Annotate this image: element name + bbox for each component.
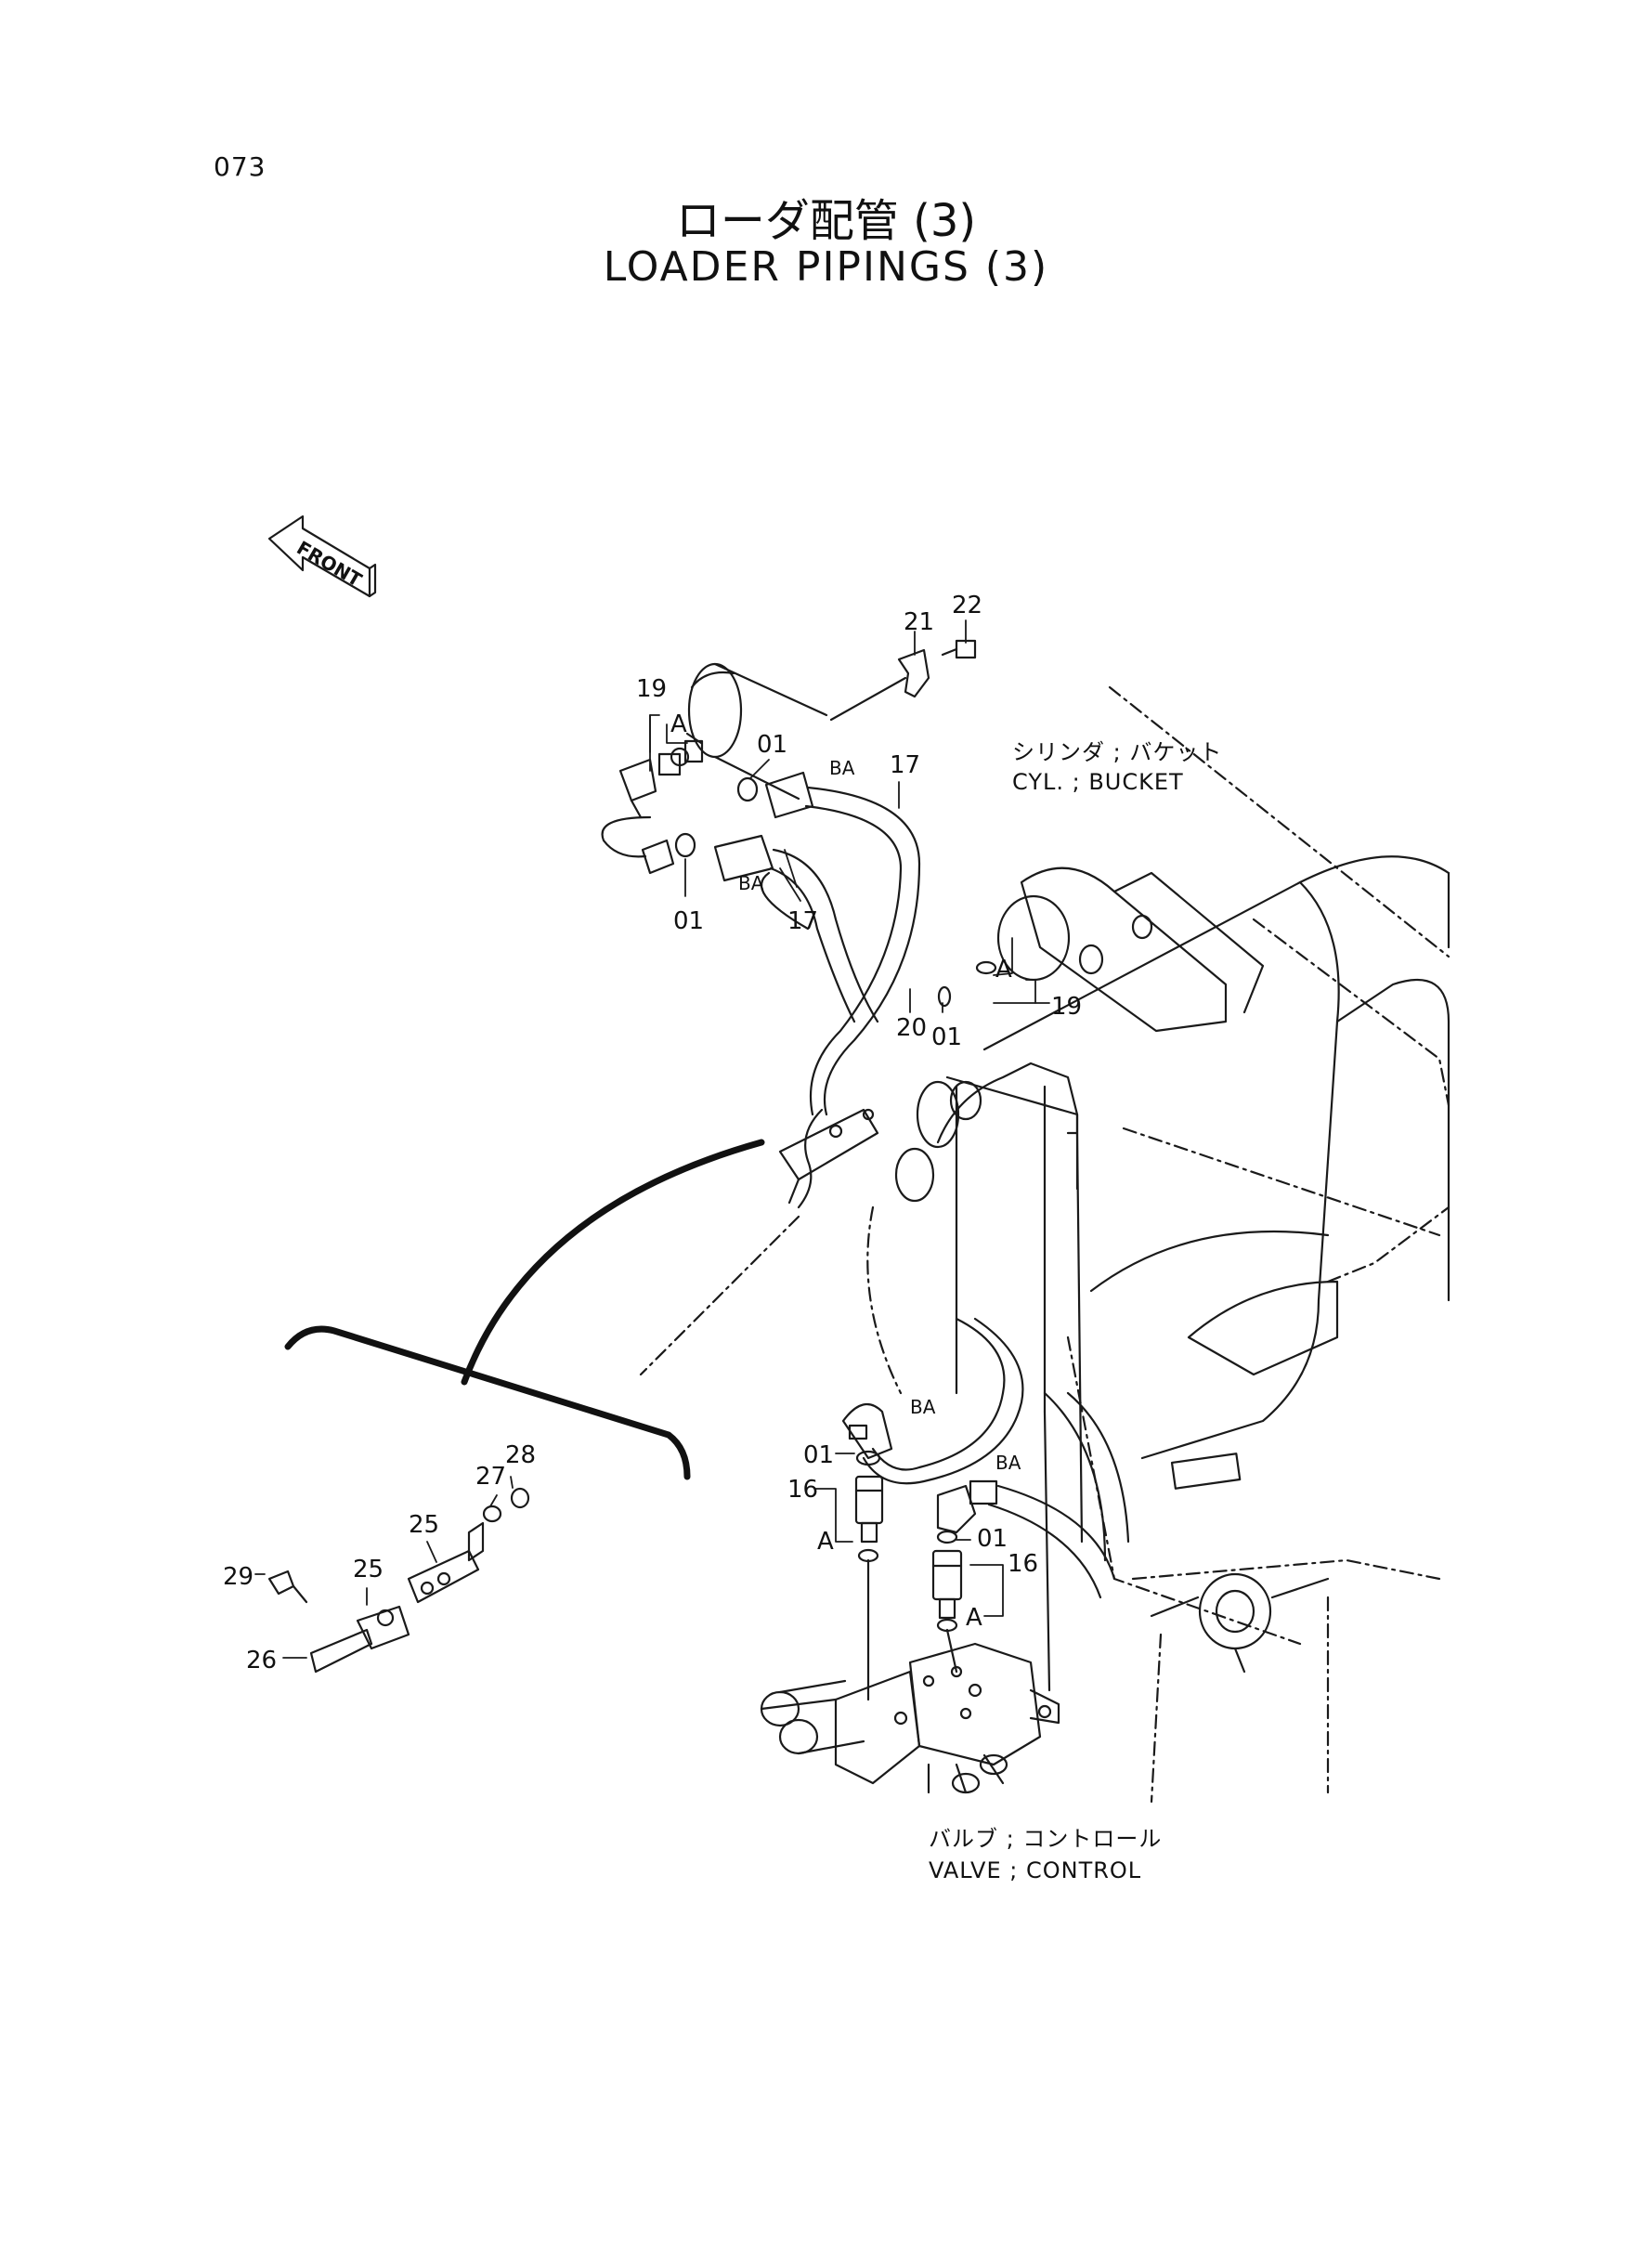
upper-fittings — [601, 739, 814, 882]
callout-A2: A — [995, 956, 1012, 984]
leader-lines — [254, 619, 1050, 1659]
bolt-part-22 — [941, 639, 977, 659]
ba-label-2: BA — [738, 872, 764, 894]
relief-valve-16b — [931, 1549, 963, 1620]
block-fitting — [1170, 1453, 1242, 1490]
callout-01b: 01 — [673, 907, 704, 935]
caption-valve-control-en: VALVE ; CONTROL — [929, 1857, 1141, 1883]
ba-label-3: BA — [910, 1396, 936, 1418]
callout-22: 22 — [952, 592, 982, 619]
ba-labels: BA BA BA BA — [738, 757, 1021, 1474]
callout-A1: A — [670, 710, 687, 738]
callout-20: 20 — [896, 1014, 927, 1042]
front-arrow-icon — [267, 515, 377, 598]
pin-boss — [1150, 1572, 1330, 1674]
page-number: 073 — [214, 151, 267, 182]
clamp-assembly — [267, 1487, 530, 1674]
elbow-fitting-left — [841, 1402, 893, 1460]
callout-01e: 01 — [977, 1525, 1008, 1553]
lower-hoses — [862, 1317, 1130, 1599]
hose-17 — [760, 786, 921, 1209]
callouts: 21 22 19 A 01 17 01 17 A 19 20 01 01 16 … — [223, 592, 1082, 1674]
callout-17a: 17 — [890, 751, 920, 779]
callout-A4: A — [966, 1604, 982, 1632]
hose-clamp — [778, 1108, 879, 1205]
bucket-cylinder — [685, 662, 828, 801]
callout-A3: A — [817, 1528, 834, 1556]
ba-label-4: BA — [995, 1452, 1021, 1474]
callout-29: 29 — [223, 1563, 254, 1591]
clamp-part-21 — [829, 648, 930, 722]
callout-26: 26 — [246, 1647, 277, 1674]
callout-27: 27 — [475, 1463, 506, 1491]
o-rings — [855, 960, 997, 1633]
callout-28: 28 — [505, 1441, 536, 1469]
title-japanese: ローダ配管 (3) — [675, 195, 977, 247]
relief-valve-16a — [854, 1475, 884, 1544]
title-english: LOADER PIPINGS (3) — [603, 243, 1049, 291]
callout-19b: 19 — [1051, 993, 1082, 1021]
callout-16a: 16 — [787, 1476, 818, 1504]
ba-label-1: BA — [829, 757, 855, 779]
callout-19a: 19 — [636, 675, 667, 703]
detail-reference-curve — [284, 1139, 765, 1480]
captions: シリンダ ; バケット CYL. ; BUCKET バルブ ; コントロール V… — [929, 739, 1222, 1883]
callout-25b: 25 — [353, 1556, 384, 1583]
callout-17b: 17 — [787, 907, 818, 935]
callout-01d: 01 — [803, 1441, 834, 1469]
callout-01a: 01 — [757, 731, 787, 759]
caption-cyl-bucket-jp: シリンダ ; バケット — [1012, 739, 1222, 765]
callout-16b: 16 — [1008, 1550, 1038, 1578]
callout-25a: 25 — [409, 1511, 439, 1539]
control-valve — [760, 1558, 1060, 1794]
elbow-fitting-right — [936, 1479, 998, 1534]
caption-valve-control-jp: バルブ ; コントロール — [929, 1826, 1162, 1852]
callout-21: 21 — [904, 608, 934, 636]
boom-arm — [894, 855, 1450, 1692]
callout-01c: 01 — [931, 1023, 962, 1051]
caption-cyl-bucket-en: CYL. ; BUCKET — [1012, 769, 1184, 795]
